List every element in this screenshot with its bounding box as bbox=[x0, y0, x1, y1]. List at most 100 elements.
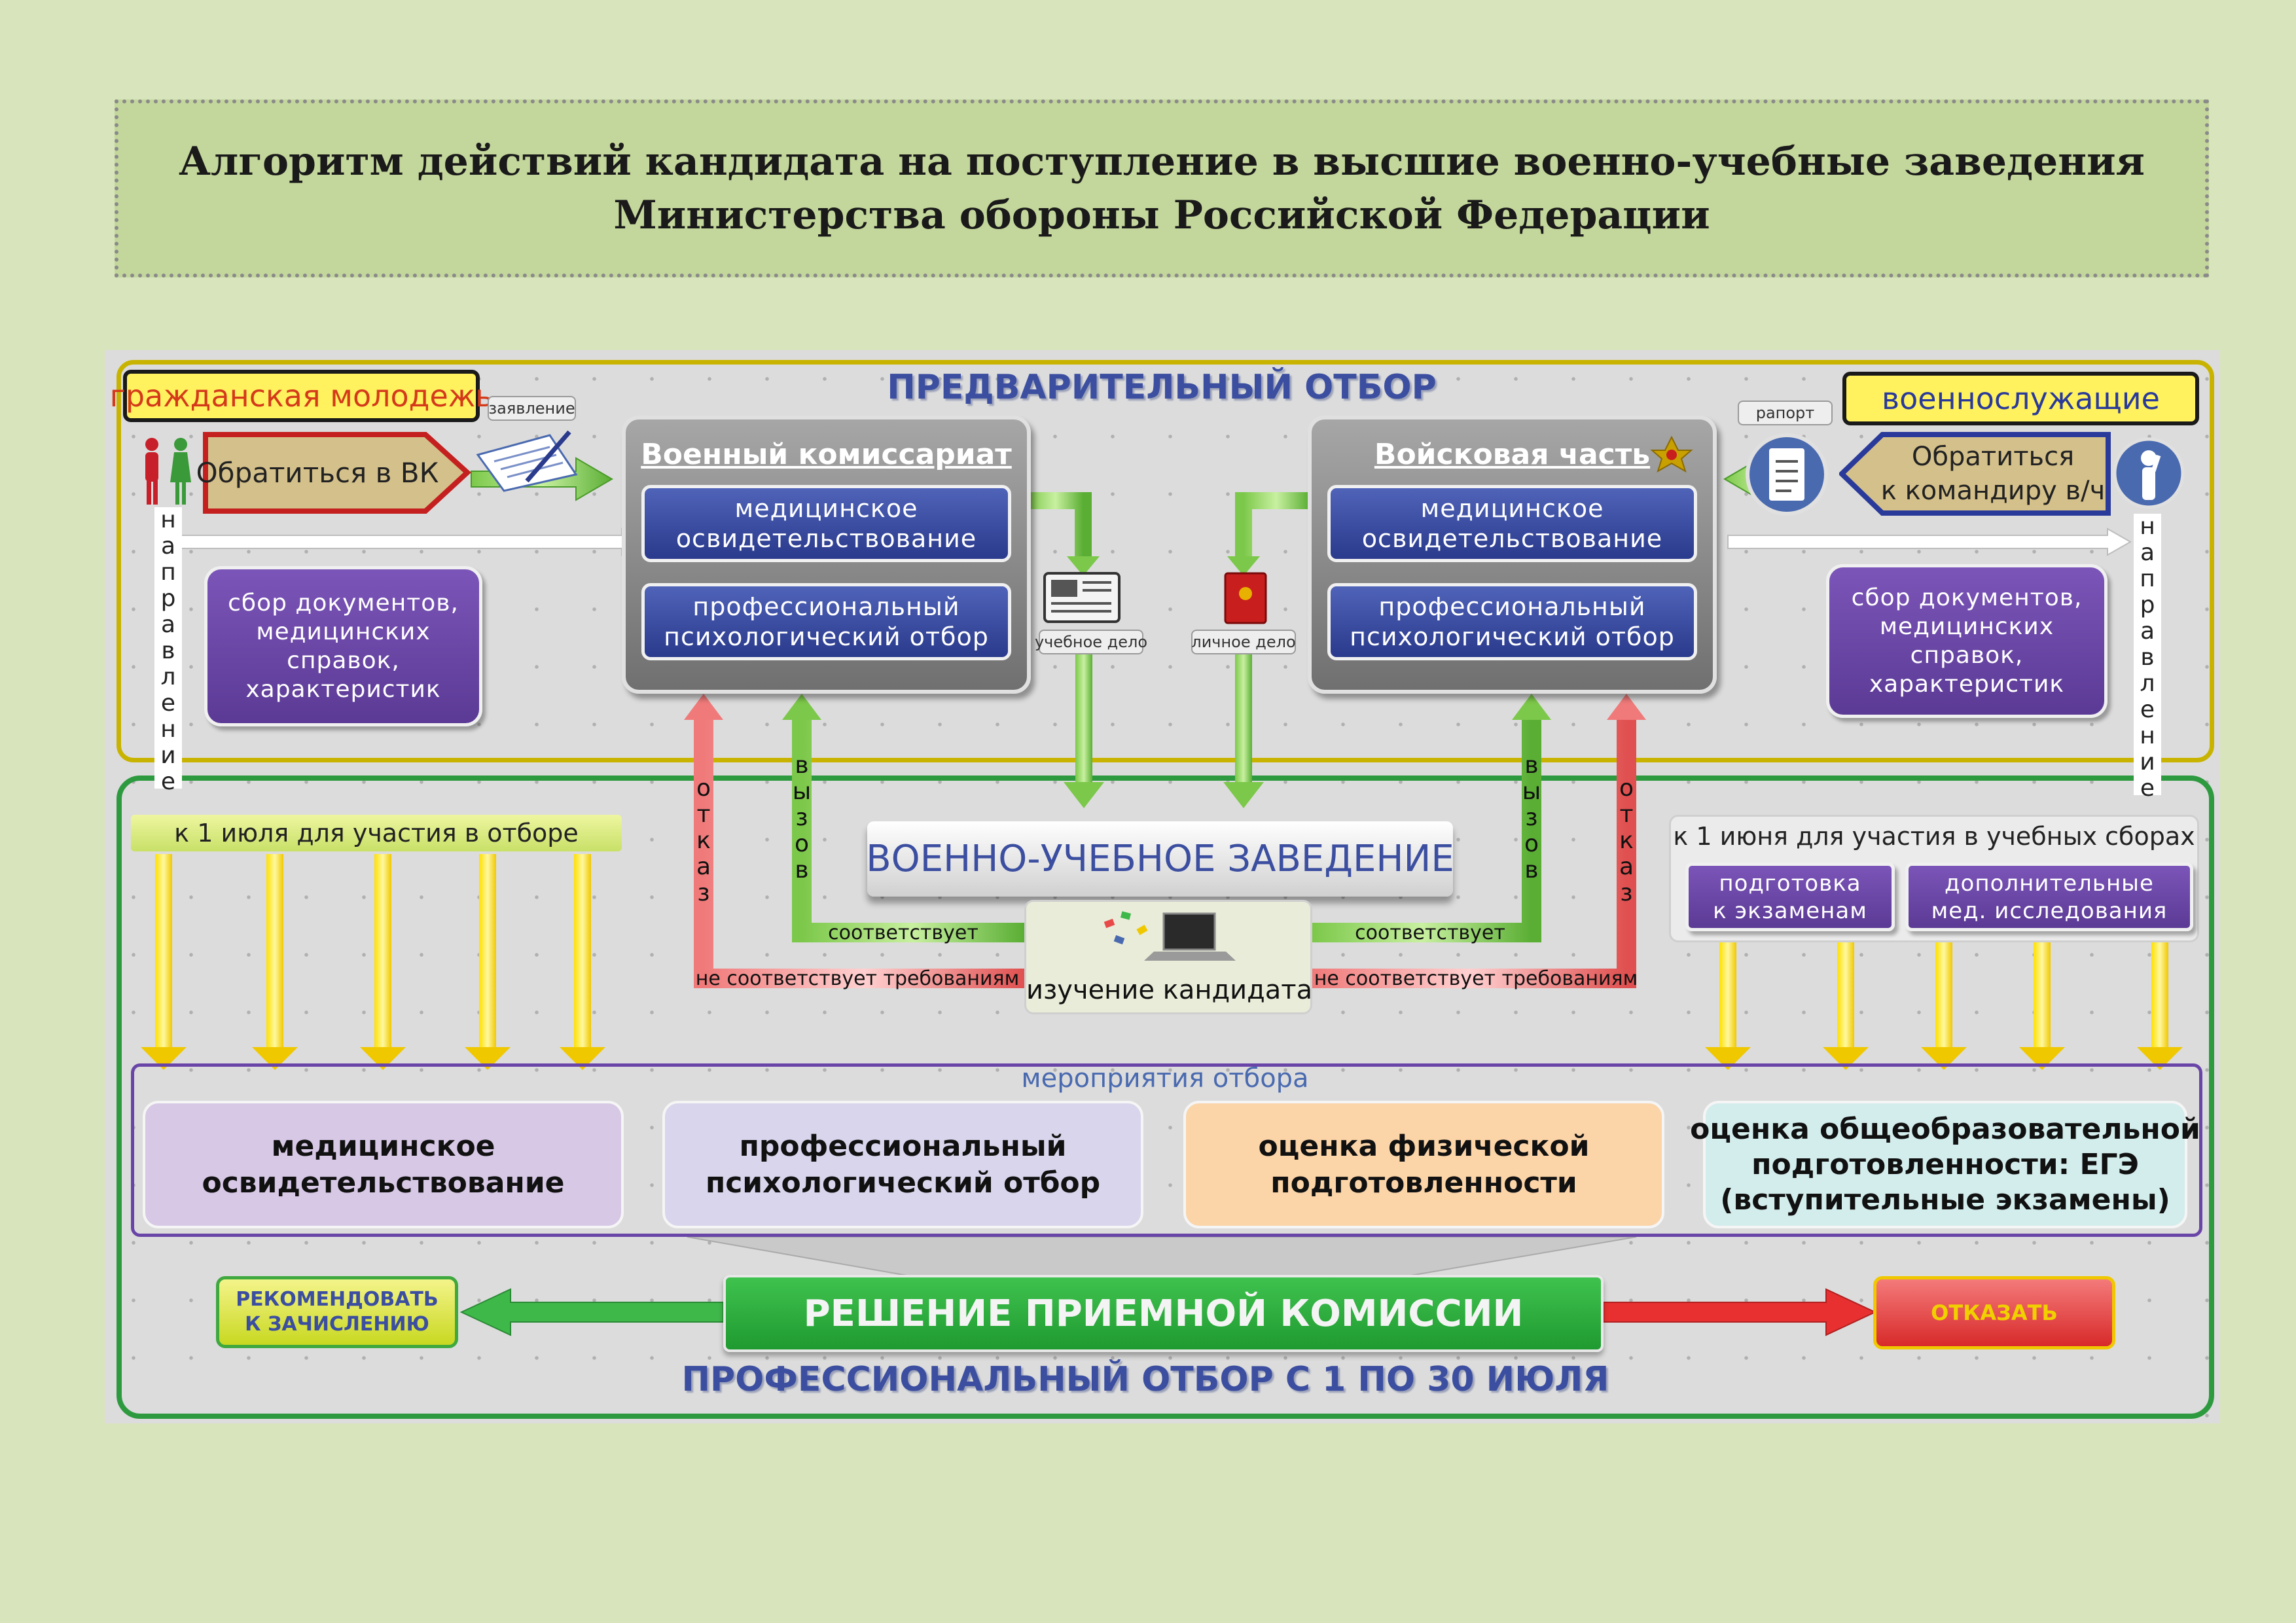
box-psych-line: психологический отбор bbox=[705, 1166, 1101, 1200]
selection-events-label: мероприятия отбора bbox=[1021, 1063, 1309, 1094]
commissariat-psych-selection: профессиональный психологический отбор bbox=[641, 583, 1011, 660]
unit-psych-selection: профессиональный психологический отбор bbox=[1327, 583, 1697, 660]
personal-file-tag: личное дело bbox=[1191, 630, 1296, 654]
selection-events-box bbox=[131, 1063, 2202, 1237]
direction-letter: п bbox=[160, 559, 176, 586]
box-psych-selection: профессиональный психологический отбор bbox=[662, 1101, 1143, 1228]
direction-letter: р bbox=[160, 585, 176, 612]
laptop-icon bbox=[1103, 911, 1236, 961]
civilian-youth-label: гражданская молодежь bbox=[110, 370, 493, 422]
exam-prep: подготовка к экзаменам bbox=[1685, 863, 1895, 931]
refusal-letter: т bbox=[696, 801, 711, 828]
box-psych-line: профессиональный bbox=[739, 1129, 1067, 1163]
extra-medical-line: дополнительные bbox=[1945, 870, 2154, 897]
refusal-letter: о bbox=[1619, 775, 1634, 802]
commissariat-title: Военный комиссариат bbox=[641, 438, 1012, 471]
direction-letter: р bbox=[2140, 592, 2155, 618]
right-deadline-label: к 1 июня для участия в учебных сборах bbox=[1673, 822, 2195, 851]
refusal-letters-right: о т к а з bbox=[1613, 776, 1640, 906]
unit-medical-line: освидетельствование bbox=[1361, 524, 1663, 553]
box-medical-line: освидетельствование bbox=[202, 1166, 565, 1200]
box-physical-line: подготовленности bbox=[1270, 1166, 1577, 1200]
unit-medical-exam: медицинское освидетельствование bbox=[1327, 485, 1697, 562]
refusal-letter: з bbox=[1620, 880, 1633, 906]
docs-collection-left: сбор документов, медицинских справок, ха… bbox=[204, 566, 482, 726]
refusal-letter: к bbox=[696, 827, 711, 854]
military-unit: Войсковая часть медицинское освидетельст… bbox=[1308, 416, 1717, 694]
box-physical-line: оценка физической bbox=[1258, 1129, 1590, 1163]
docs-right-line: характеристик bbox=[1869, 670, 2065, 698]
commissariat-psych-line: профессиональный bbox=[692, 592, 960, 621]
contact-commander-shape bbox=[1839, 432, 2111, 516]
direction-letter: п bbox=[2140, 565, 2155, 592]
professional-heading: ПРОФЕССИОНАЛЬНЫЙ ОТБОР С 1 ПО 30 ИЮЛЯ bbox=[681, 1360, 1609, 1399]
extra-medical: дополнительные мед. исследования bbox=[1905, 863, 2193, 931]
military-institution: ВОЕННО-УЧЕБНОЕ ЗАВЕДЕНИЕ bbox=[866, 821, 1454, 897]
soldier-salute-icon bbox=[2113, 437, 2185, 509]
direction-letter: н bbox=[2140, 722, 2155, 749]
candidate-study: изучение кандидата bbox=[1024, 900, 1312, 1014]
yellow-arrows-left bbox=[141, 854, 605, 1070]
arrow-green-call-right bbox=[1312, 717, 1541, 942]
people-icon bbox=[145, 438, 191, 505]
call-letters-left: в ы з о в bbox=[789, 753, 815, 883]
right-deadline-group: к 1 июня для участия в учебных сборах по… bbox=[1669, 815, 2199, 942]
docs-left-line: сбор документов, bbox=[228, 589, 459, 616]
direction-letter: а bbox=[160, 533, 176, 560]
title-line-1: Алгоритм действий кандидата на поступлен… bbox=[179, 139, 2145, 185]
recommend-line: РЕКОМЕНДОВАТЬ bbox=[236, 1288, 439, 1311]
unit-psych-line: психологический отбор bbox=[1350, 622, 1675, 651]
contact-vk-button[interactable]: Обратиться в ВК bbox=[196, 432, 471, 514]
arrow-green-call-left bbox=[792, 717, 1024, 942]
arrow-red-refusal-left bbox=[694, 717, 1024, 988]
application-tag: заявление bbox=[488, 396, 576, 421]
box-physical-fitness: оценка физической подготовленности bbox=[1183, 1101, 1664, 1228]
refusal-letter: а bbox=[1619, 853, 1634, 880]
arrow-head-refusal-right bbox=[1607, 694, 1646, 720]
unit-medical-line: медицинское bbox=[1420, 494, 1604, 523]
direction-letter: н bbox=[160, 507, 176, 533]
box-education-line: оценка общеобразовательной bbox=[1690, 1112, 2200, 1146]
box-medical-exam: медицинское освидетельствование bbox=[143, 1101, 624, 1228]
direction-letter: и bbox=[160, 742, 176, 769]
call-letters-right: в ы з о в bbox=[1518, 753, 1545, 883]
preliminary-heading: ПРЕДВАРИТЕЛЬНЫЙ ОТБОР bbox=[887, 368, 1437, 407]
docs-collection-right: сбор документов, медицинских справок, ха… bbox=[1826, 564, 2108, 718]
refusal-letter: а bbox=[696, 853, 711, 880]
arrow-recommend bbox=[459, 1288, 724, 1336]
candidate-study-label: изучение кандидата bbox=[1026, 975, 1313, 1005]
professional-zone bbox=[117, 776, 2214, 1419]
yellow-arrows-right bbox=[1705, 942, 2183, 1070]
emblem-icon bbox=[1650, 435, 1693, 473]
report-tag: рапорт bbox=[1738, 401, 1833, 425]
docs-left-line: медицинских bbox=[256, 618, 431, 645]
preliminary-zone bbox=[117, 360, 2214, 762]
direction-letter: н bbox=[160, 716, 176, 743]
box-education-line: подготовленности: ЕГЭ bbox=[1751, 1147, 2139, 1181]
not-matches-label-left: не соответствует требованиям bbox=[695, 967, 1020, 990]
direction-vertical-right: н а п р а в л е н и е bbox=[2134, 514, 2161, 802]
arrow-green-study-file bbox=[1075, 645, 1092, 782]
recommend-line: К ЗАЧИСЛЕНИЮ bbox=[245, 1313, 429, 1336]
contact-vk-label: Обратиться в ВК bbox=[196, 457, 439, 489]
docs-right-line: медицинских bbox=[1879, 613, 2054, 640]
document-pen-icon bbox=[476, 430, 578, 492]
box-education-exam: оценка общеобразовательной подготовленно… bbox=[1690, 1101, 2200, 1228]
matches-label-left: соответствует bbox=[828, 921, 978, 944]
commissariat-medical-exam: медицинское освидетельствование bbox=[641, 485, 1011, 562]
arrow-head-study-file-down bbox=[1064, 782, 1104, 808]
box-medical-line: медицинское bbox=[271, 1129, 495, 1163]
admission-decision: РЕШЕНИЕ ПРИЕМНОЙ КОМИССИИ bbox=[723, 1275, 1604, 1352]
study-file-tag: учебное дело bbox=[1035, 630, 1147, 654]
arrow-head-call-right bbox=[1512, 694, 1551, 720]
docs-left-line: справок, bbox=[287, 647, 400, 674]
newspaper-icon bbox=[1043, 572, 1121, 623]
arrow-head-study-file bbox=[1067, 556, 1100, 576]
direction-letter: а bbox=[2140, 539, 2155, 566]
arrow-green-study-file-top bbox=[1028, 492, 1092, 563]
military-servicemen-label: военнослужащие bbox=[1842, 372, 2199, 425]
contact-commander-button[interactable]: Обратиться к командиру в/ч bbox=[1839, 432, 2111, 516]
direction-letter: в bbox=[161, 637, 175, 664]
contact-commander-label: Обратиться к командиру в/ч bbox=[1875, 438, 2111, 509]
call-letter: в bbox=[795, 752, 809, 779]
